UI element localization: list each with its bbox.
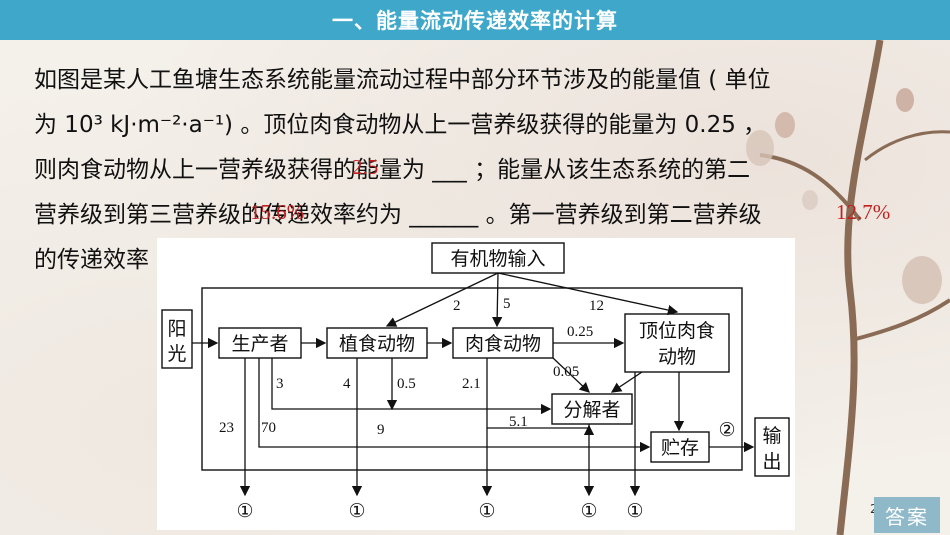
branch-decoration: [746, 40, 950, 535]
value-carnivore-top: 0.25: [567, 324, 593, 340]
value-herbivore-4: 4: [343, 376, 351, 392]
sun-box: [161, 309, 193, 369]
sun-label-2: 光: [167, 343, 186, 365]
question-line-2: 为 10³ kJ·m⁻²·a⁻¹) 。顶位肉食动物从上一营养级获得的能量为 0.…: [34, 112, 767, 138]
respiration-label-5: ①: [626, 500, 643, 522]
herbivore-label: 植食动物: [339, 333, 415, 355]
page-number: 2: [870, 502, 878, 516]
sun-label-1: 阳: [167, 318, 186, 340]
decomposer-label: 分解者: [563, 399, 620, 421]
value-herbivore-9: 9: [377, 422, 385, 438]
storage-label: 贮存: [661, 437, 699, 459]
value-in-herbivore: 2: [453, 298, 461, 314]
section-header: 一、能量流动传递效率的计算: [0, 0, 950, 40]
value-carnivore-51: 5.1: [509, 414, 528, 430]
question-line-4: 营养级到第三营养级的传递效率约为 ______ 。第一营养级到第二营养级: [34, 202, 762, 228]
question-line-1: 如图是某人工鱼塘生态系统能量流动过程中部分环节涉及的能量值 ( 单位: [34, 67, 771, 93]
value-in-top: 12: [589, 298, 604, 314]
answer-3: 12.7%: [836, 200, 891, 224]
producer-label: 生产者: [231, 333, 288, 355]
value-producer-23: 23: [219, 420, 234, 436]
value-carnivore-21: 2.1: [462, 376, 481, 392]
value-herbivore-05: 0.5: [397, 376, 416, 392]
output-box: [754, 417, 790, 477]
respiration-label-3: ①: [478, 500, 495, 522]
value-producer-70: 70: [261, 420, 276, 436]
value-in-carnivore: 5: [503, 296, 511, 312]
answer-1: 2.5: [352, 155, 379, 179]
storage-circle-label: ②: [718, 419, 735, 441]
carnivore-label: 肉食动物: [465, 333, 541, 355]
energy-flow-diagram: 有机物输入 阳 光 生产者 植食动物 肉食动物 顶位肉食 动物 分解者 贮存 ②…: [157, 238, 795, 530]
question-text: 如图是某人工鱼塘生态系统能量流动过程中部分环节涉及的能量值 ( 单位 为 10³…: [34, 58, 914, 283]
top-carnivore-label-2: 动物: [658, 346, 696, 368]
output-label-2: 出: [762, 451, 781, 473]
decomposer-box: [551, 393, 633, 425]
top-carnivore-label-1: 顶位肉食: [639, 320, 715, 342]
answer-2: 15.6%: [250, 200, 305, 224]
respiration-label-4: ①: [580, 500, 597, 522]
output-label-1: 输: [762, 425, 781, 447]
answer-button[interactable]: 答案: [874, 497, 940, 533]
respiration-label-1: ①: [236, 500, 253, 522]
question-line-5: 的传递效率: [34, 247, 149, 273]
value-carnivore-decomposer: 0.05: [553, 364, 579, 380]
section-title: 一、能量流动传递效率的计算: [332, 9, 618, 33]
input-label: 有机物输入: [450, 248, 545, 270]
value-producer-3: 3: [276, 376, 284, 392]
respiration-label-2: ①: [348, 500, 365, 522]
question-line-3: 则肉食动物从上一营养级获得的能量为 ___ ；能量从该生态系统的第二: [34, 157, 751, 183]
